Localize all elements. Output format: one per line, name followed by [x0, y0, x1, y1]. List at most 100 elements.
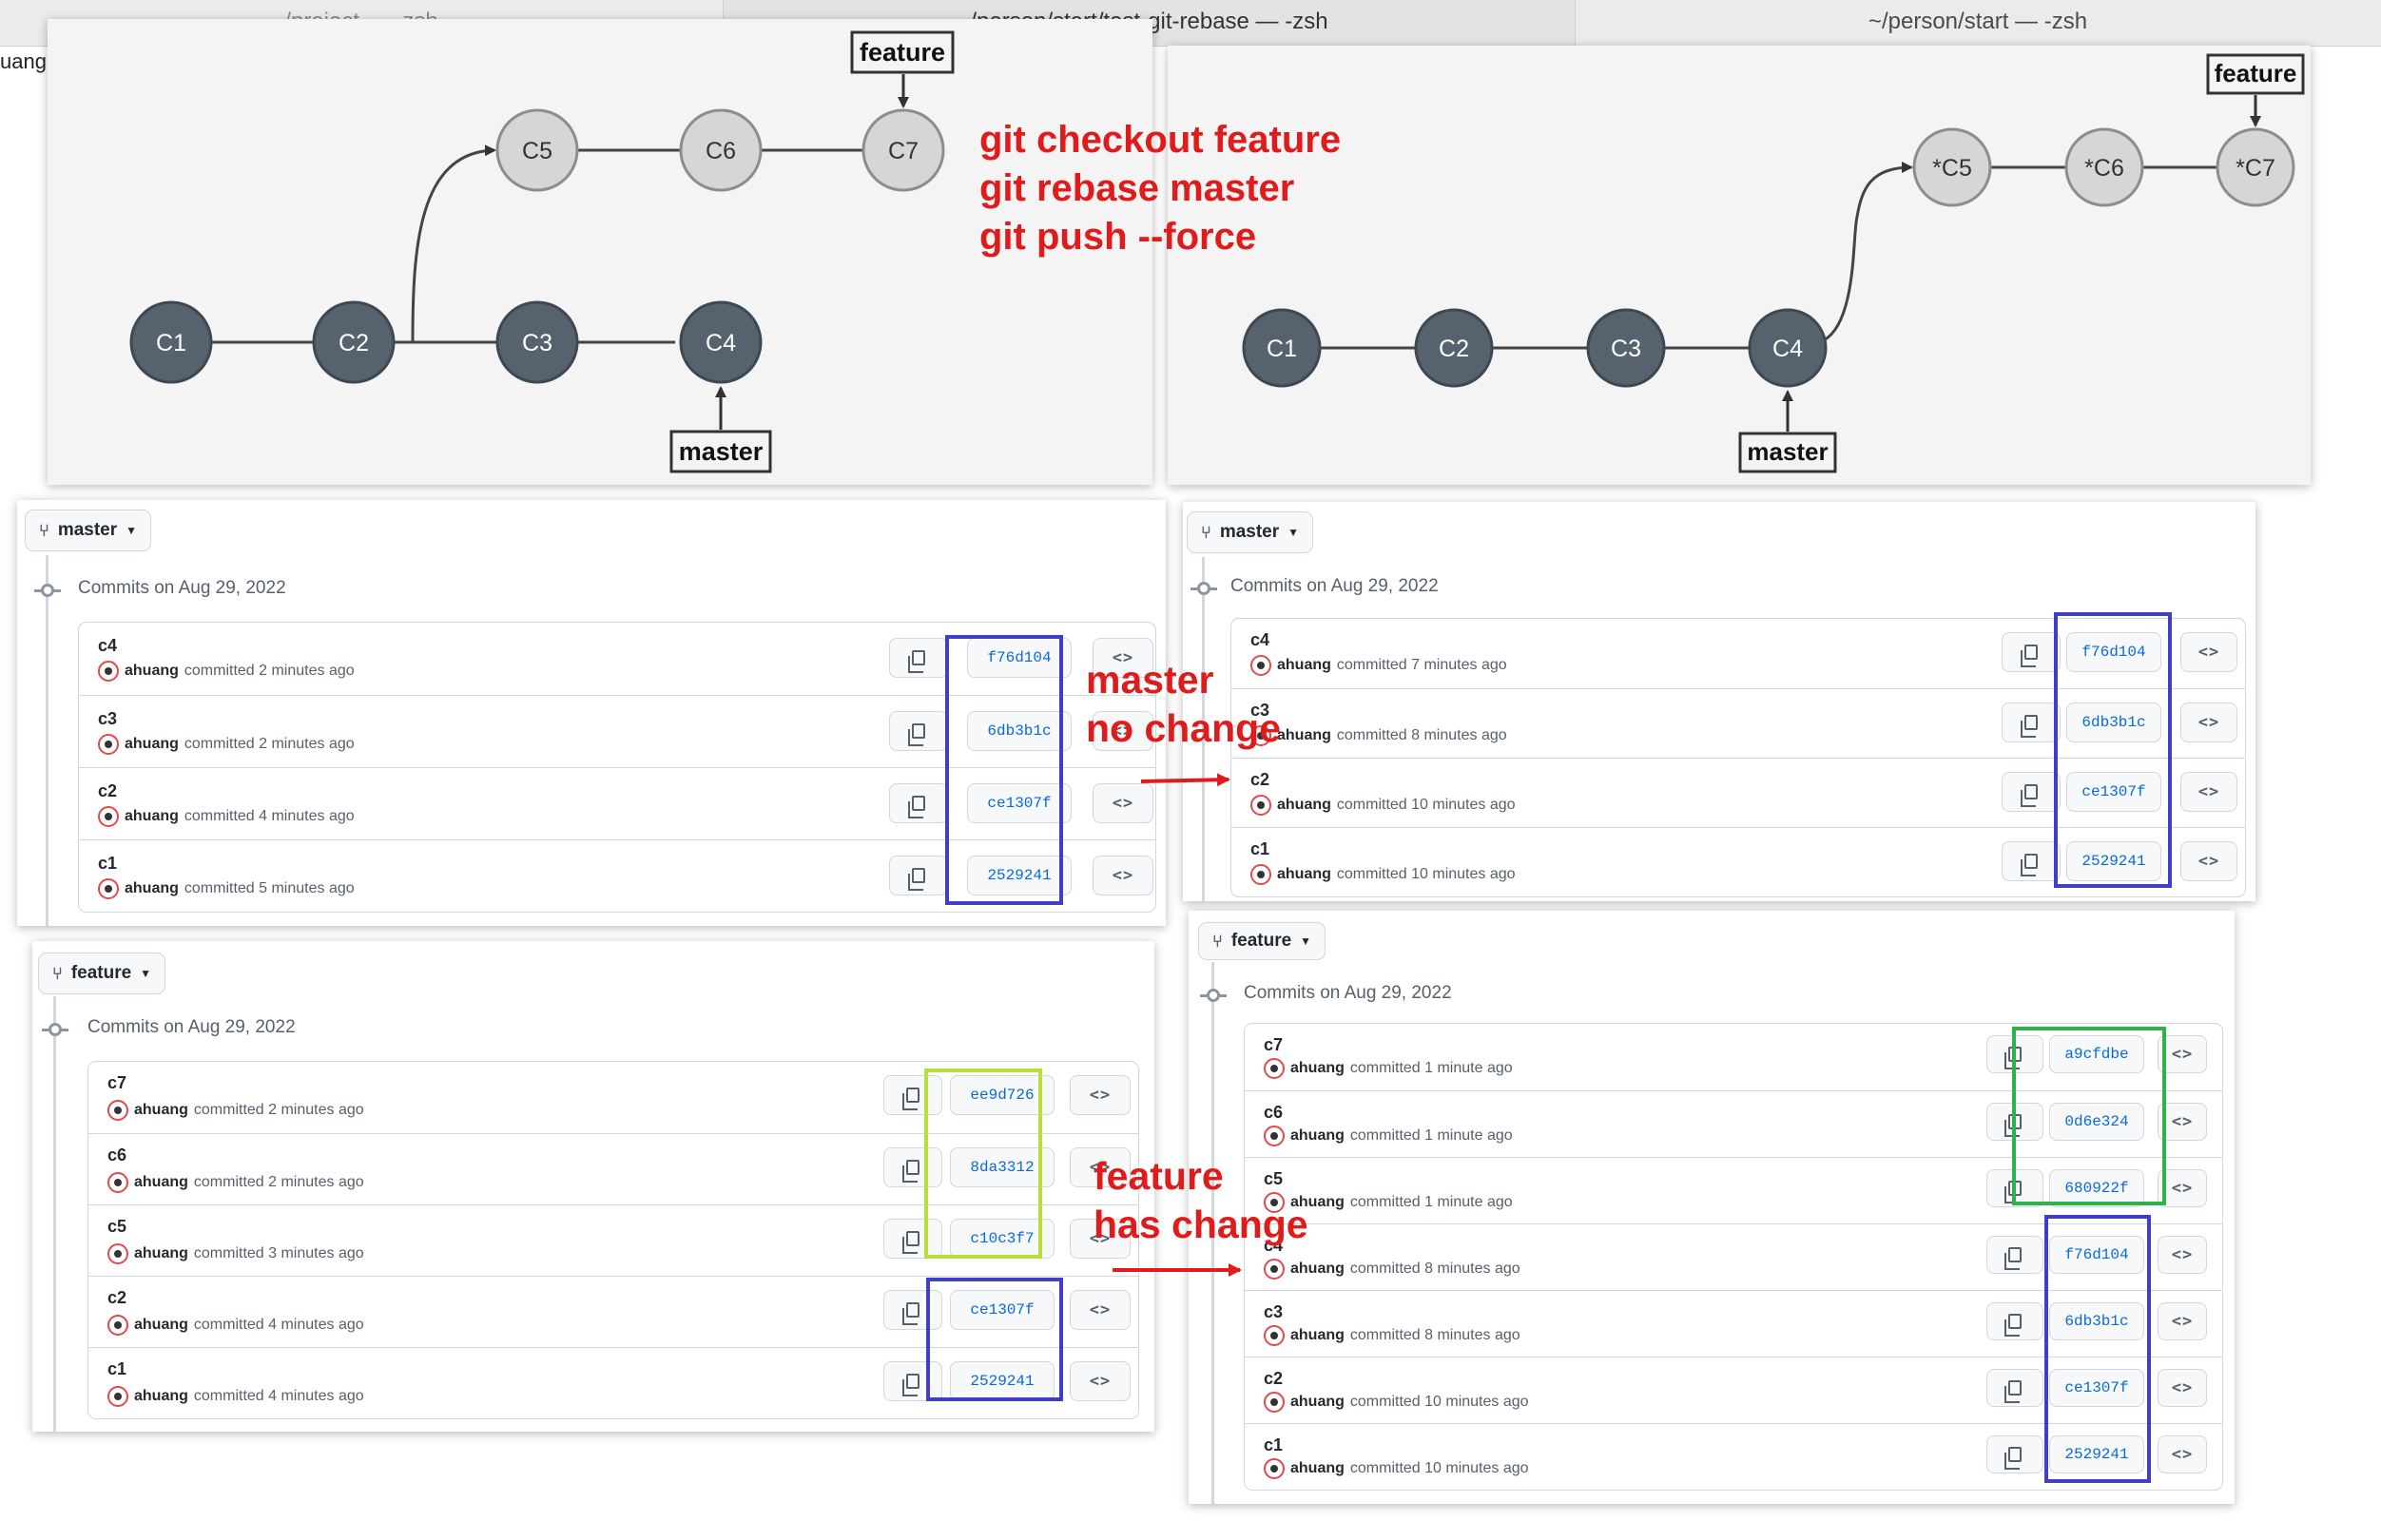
avatar[interactable]	[1250, 795, 1271, 816]
browse-files-button[interactable]: <>	[1070, 1290, 1131, 1330]
commit-sha-link[interactable]: ce1307f	[967, 783, 1072, 823]
commit-author[interactable]: ahuang	[1277, 797, 1331, 813]
commit-sha-link[interactable]: 6db3b1c	[2049, 1302, 2144, 1340]
avatar[interactable]	[98, 661, 119, 682]
commit-message[interactable]: c3	[1264, 1302, 1284, 1321]
commit-sha-link[interactable]: 680922f	[2049, 1169, 2144, 1207]
commit-message[interactable]: c6	[1264, 1103, 1284, 1122]
commit-author[interactable]: ahuang	[134, 1317, 188, 1333]
branch-select-button[interactable]: ⑂ master ▼	[25, 510, 152, 551]
commit-author[interactable]: ahuang	[1277, 727, 1331, 743]
avatar[interactable]	[98, 734, 119, 755]
commit-message[interactable]: c3	[98, 709, 118, 728]
browse-files-button[interactable]: <>	[2180, 703, 2237, 742]
commit-sha-link[interactable]: f76d104	[2066, 632, 2161, 672]
commit-sha-link[interactable]: c10c3f7	[950, 1219, 1055, 1259]
browse-files-button[interactable]: <>	[1070, 1147, 1131, 1187]
commit-author[interactable]: ahuang	[1290, 1261, 1345, 1277]
browse-files-button[interactable]: <>	[2180, 632, 2237, 672]
commit-author[interactable]: ahuang	[1277, 866, 1331, 882]
commit-author[interactable]: ahuang	[125, 663, 179, 679]
commit-author[interactable]: ahuang	[134, 1245, 188, 1261]
commit-author[interactable]: ahuang	[134, 1388, 188, 1404]
browse-files-button[interactable]: <>	[1070, 1361, 1131, 1401]
commit-sha-link[interactable]: a9cfdbe	[2049, 1035, 2144, 1073]
copy-sha-button[interactable]	[2002, 772, 2061, 812]
avatar[interactable]	[1264, 1458, 1285, 1479]
browse-files-button[interactable]: <>	[1093, 638, 1153, 678]
commit-author[interactable]: ahuang	[1277, 657, 1331, 673]
commit-message[interactable]: c7	[1264, 1035, 1284, 1054]
commit-sha-link[interactable]: ce1307f	[950, 1290, 1055, 1330]
avatar[interactable]	[107, 1386, 128, 1407]
commit-author[interactable]: ahuang	[134, 1174, 188, 1190]
avatar[interactable]	[98, 806, 119, 827]
commit-message[interactable]: c2	[1264, 1369, 1284, 1388]
copy-sha-button[interactable]	[1986, 1369, 2043, 1407]
commit-message[interactable]: c3	[1250, 701, 1270, 720]
copy-sha-button[interactable]	[889, 711, 948, 751]
commit-author[interactable]: ahuang	[1290, 1060, 1345, 1076]
commit-message[interactable]: c1	[1250, 839, 1270, 858]
copy-sha-button[interactable]	[1986, 1302, 2043, 1340]
commit-author[interactable]: ahuang	[125, 808, 179, 824]
avatar[interactable]	[1264, 1325, 1285, 1346]
avatar[interactable]	[1250, 725, 1271, 746]
commit-message[interactable]: c4	[1250, 630, 1270, 649]
browse-files-button[interactable]: <>	[2158, 1369, 2207, 1407]
commit-author[interactable]: ahuang	[1290, 1394, 1345, 1410]
commit-author[interactable]: ahuang	[1290, 1194, 1345, 1210]
copy-sha-button[interactable]	[883, 1361, 942, 1401]
commit-message[interactable]: c1	[1264, 1435, 1284, 1454]
copy-sha-button[interactable]	[883, 1147, 942, 1187]
avatar[interactable]	[1264, 1058, 1285, 1079]
browse-files-button[interactable]: <>	[2158, 1435, 2207, 1473]
commit-message[interactable]: c1	[107, 1359, 127, 1378]
commit-sha-link[interactable]: 2529241	[950, 1361, 1055, 1401]
avatar[interactable]	[1264, 1392, 1285, 1413]
commit-author[interactable]: ahuang	[125, 880, 179, 896]
copy-sha-button[interactable]	[1986, 1236, 2043, 1274]
commit-author[interactable]: ahuang	[134, 1102, 188, 1118]
commit-author[interactable]: ahuang	[1290, 1460, 1345, 1476]
copy-sha-button[interactable]	[883, 1219, 942, 1259]
commit-author[interactable]: ahuang	[1290, 1127, 1345, 1144]
copy-sha-button[interactable]	[889, 856, 948, 895]
commit-message[interactable]: c2	[1250, 770, 1270, 789]
avatar[interactable]	[1264, 1259, 1285, 1280]
commit-author[interactable]: ahuang	[1290, 1327, 1345, 1343]
commit-sha-link[interactable]: 2529241	[2066, 841, 2161, 881]
browse-files-button[interactable]: <>	[1093, 856, 1153, 895]
commit-message[interactable]: c6	[107, 1145, 127, 1165]
commit-message[interactable]: c7	[107, 1073, 127, 1092]
browse-files-button[interactable]: <>	[1093, 783, 1153, 823]
branch-select-button[interactable]: ⑂ feature ▼	[1198, 922, 1326, 960]
copy-sha-button[interactable]	[2002, 841, 2061, 881]
avatar[interactable]	[107, 1315, 128, 1336]
avatar[interactable]	[98, 878, 119, 899]
browse-files-button[interactable]: <>	[1093, 711, 1153, 751]
commit-sha-link[interactable]: f76d104	[2049, 1236, 2144, 1274]
commit-message[interactable]: c5	[107, 1217, 127, 1236]
commit-message[interactable]: c4	[1264, 1236, 1284, 1255]
commit-message[interactable]: c5	[1264, 1169, 1284, 1188]
commit-sha-link[interactable]: 2529241	[2049, 1435, 2144, 1473]
avatar[interactable]	[107, 1243, 128, 1264]
commit-sha-link[interactable]: 6db3b1c	[967, 711, 1072, 751]
copy-sha-button[interactable]	[889, 638, 948, 678]
browse-files-button[interactable]: <>	[2180, 841, 2237, 881]
copy-sha-button[interactable]	[883, 1290, 942, 1330]
copy-sha-button[interactable]	[2002, 632, 2061, 672]
avatar[interactable]	[107, 1172, 128, 1193]
copy-sha-button[interactable]	[883, 1075, 942, 1115]
commit-sha-link[interactable]: ce1307f	[2066, 772, 2161, 812]
terminal-tab-start[interactable]: ~/person/start — -zsh	[1868, 9, 2088, 34]
commit-message[interactable]: c1	[98, 854, 118, 873]
copy-sha-button[interactable]	[889, 783, 948, 823]
branch-select-button[interactable]: ⑂ master ▼	[1187, 511, 1314, 553]
commit-sha-link[interactable]: 2529241	[967, 856, 1072, 895]
copy-sha-button[interactable]	[1986, 1435, 2043, 1473]
commit-sha-link[interactable]: ce1307f	[2049, 1369, 2144, 1407]
avatar[interactable]	[1264, 1126, 1285, 1146]
avatar[interactable]	[1250, 864, 1271, 885]
